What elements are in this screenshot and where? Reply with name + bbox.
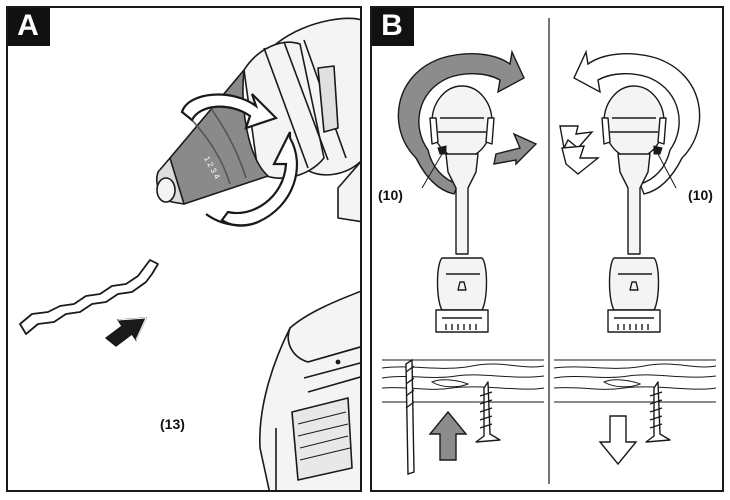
panel-b-illustration [381, 18, 717, 484]
drill-body-icon [429, 85, 495, 333]
screw-icon [475, 381, 501, 443]
direction-switch-icon [421, 145, 447, 189]
panel-b: B [370, 6, 724, 492]
drill-bit-icon [19, 259, 159, 335]
panel-a: A 1 2 3 4 [6, 6, 362, 492]
callout-13: (13) [160, 416, 185, 432]
screw-icon [645, 381, 671, 443]
battery-pack-icon [259, 290, 360, 490]
insert-arrow-icon [104, 317, 148, 347]
rotation-arrow-icon [180, 93, 299, 227]
up-arrow-icon [428, 410, 468, 461]
direction-switch-icon [653, 145, 677, 189]
panel-a-label: A [8, 8, 50, 46]
down-arrow-icon [598, 415, 638, 466]
callout-10-left: (10) [378, 187, 403, 203]
counterclockwise-rotation-icon [559, 49, 701, 195]
drill-chuck-icon: 1 2 3 4 [156, 8, 360, 223]
panel-a-illustration: 1 2 3 4 [19, 8, 360, 490]
wood-board-icon [553, 359, 717, 403]
callout-10-right: (10) [688, 187, 713, 203]
drill-bit-icon [405, 358, 415, 475]
panel-b-label: B [372, 8, 414, 46]
drill-body-icon [601, 85, 667, 333]
